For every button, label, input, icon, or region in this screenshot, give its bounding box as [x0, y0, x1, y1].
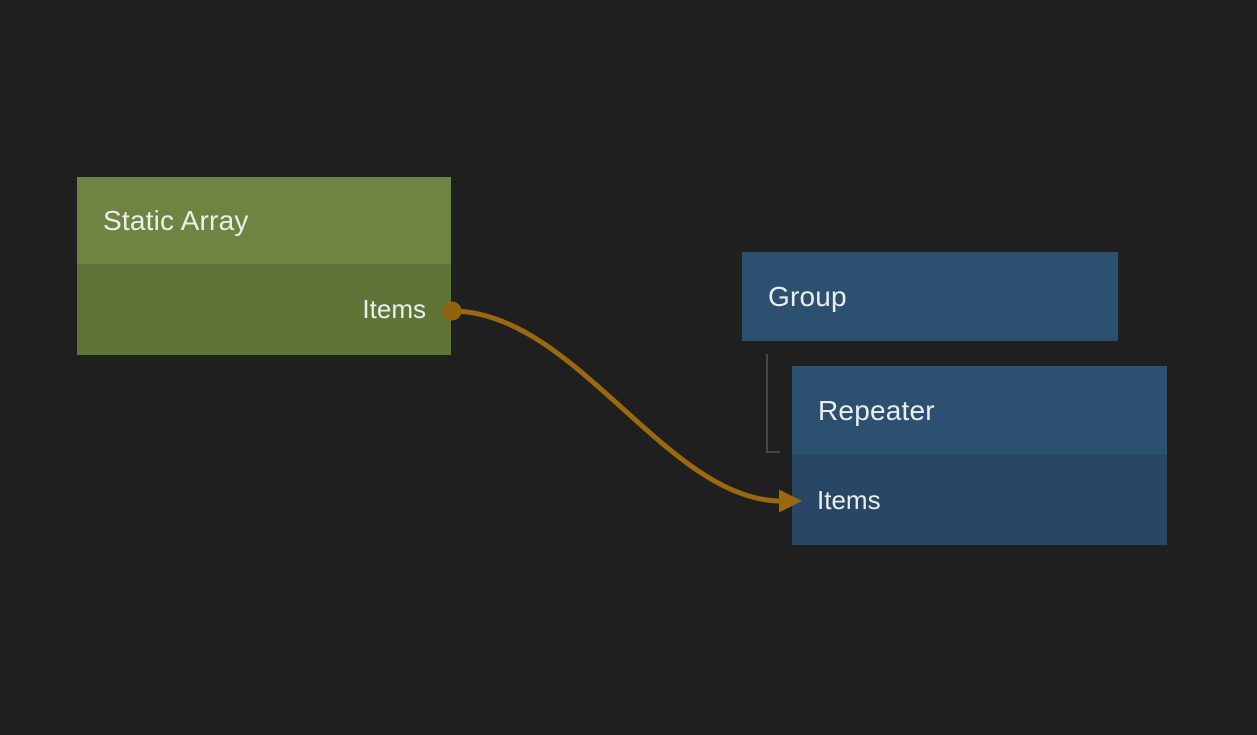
group-child-tree-line	[766, 354, 780, 453]
connection-wire[interactable]	[451, 308, 782, 504]
node-static-array-header[interactable]: Static Array	[77, 177, 451, 264]
node-static-array-title: Static Array	[103, 204, 249, 236]
node-repeater-body: Items	[792, 455, 1167, 545]
node-group-title: Group	[768, 280, 847, 312]
port-row-items-input[interactable]: Items	[792, 455, 1167, 545]
node-group-header[interactable]: Group	[742, 252, 1118, 341]
node-static-array-body: Items	[77, 264, 451, 355]
node-repeater-title: Repeater	[818, 394, 935, 426]
node-repeater-header[interactable]: Repeater	[792, 366, 1167, 455]
port-items-input-label: Items	[817, 484, 881, 515]
node-repeater[interactable]: Repeater Items	[792, 366, 1167, 545]
port-row-items-output[interactable]: Items	[77, 264, 451, 355]
node-static-array[interactable]: Static Array Items	[77, 177, 451, 355]
port-items-output-label: Items	[362, 294, 426, 324]
node-group[interactable]: Group	[742, 252, 1118, 341]
